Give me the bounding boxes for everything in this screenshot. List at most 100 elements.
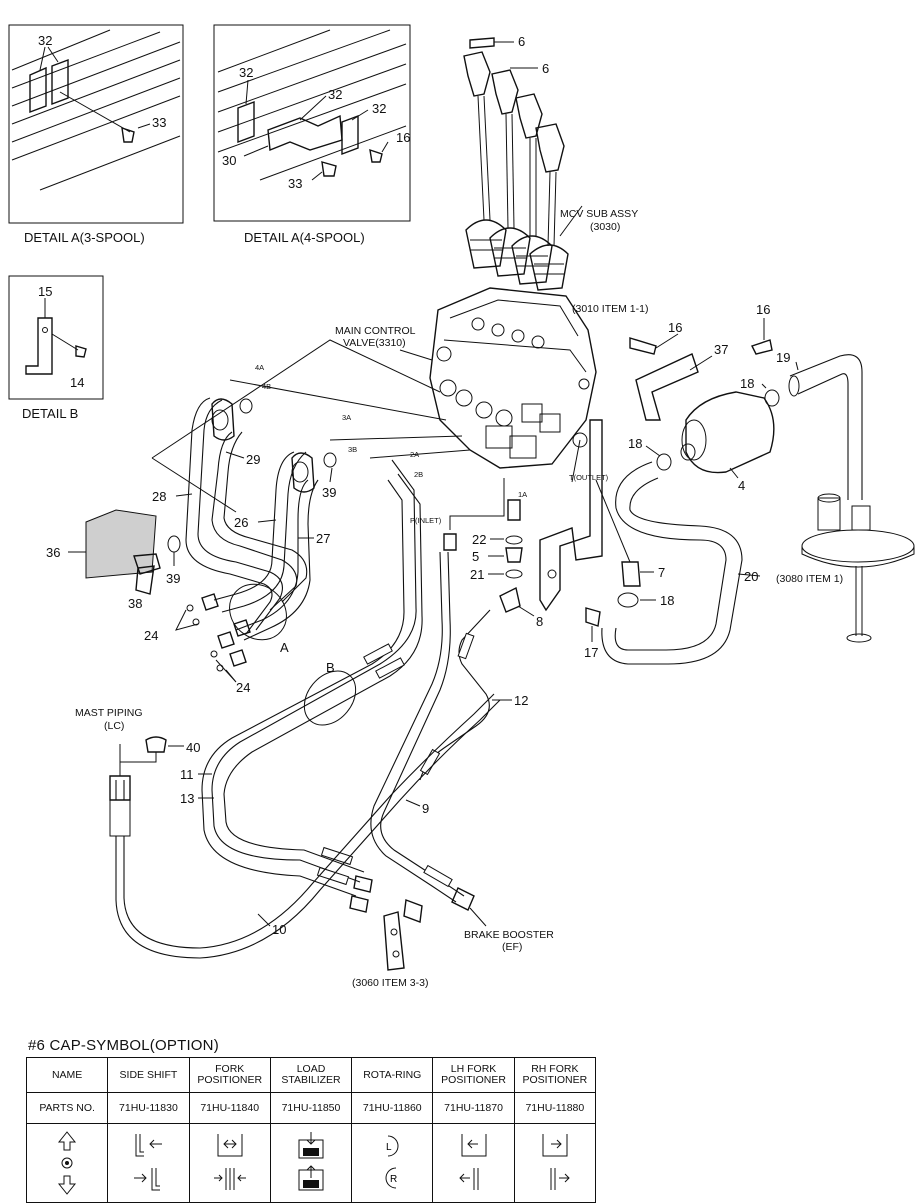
filter-and-tank: 16 16 37 4 18 18 19 20 18 xyxy=(584,302,915,665)
symbol-cell xyxy=(432,1123,515,1203)
callout-12: 12 xyxy=(514,693,528,708)
callout-37: 37 xyxy=(714,342,728,357)
name-line: POSITIONER xyxy=(197,1074,263,1086)
callout-32: 32 xyxy=(372,101,386,116)
label-3010-ref: (3010 ITEM 1-1) xyxy=(572,303,648,315)
name-line: POSITIONER xyxy=(522,1074,588,1086)
load-stabilizer-icon xyxy=(298,1132,324,1191)
callout-18: 18 xyxy=(628,436,642,451)
detail-b: 15 14 DETAIL B xyxy=(8,275,104,421)
callout-27: 27 xyxy=(316,531,330,546)
name-line: ROTA-RING xyxy=(363,1068,422,1081)
callout-20: 20 xyxy=(744,569,758,584)
callout-14: 14 xyxy=(70,375,84,390)
lift-tilt-icon xyxy=(58,1131,77,1195)
detail-caption: DETAIL B xyxy=(22,406,78,421)
label-mcv-sub-assy: MCV SUB ASSY xyxy=(560,208,638,220)
callout-16: 16 xyxy=(396,130,410,145)
port-4a: 4A xyxy=(255,363,264,372)
name-line: POSITIONER xyxy=(441,1074,506,1086)
callout-30: 30 xyxy=(222,153,236,168)
callout-22: 22 xyxy=(472,532,486,547)
symbol-cell xyxy=(107,1123,190,1203)
callout-6: 6 xyxy=(518,34,525,49)
callout-28: 28 xyxy=(152,489,166,504)
label-p-inlet: P(INLET) xyxy=(410,516,442,525)
rh-fork-positioner-icon xyxy=(542,1134,570,1190)
callout-18: 18 xyxy=(740,376,754,391)
callout-16: 16 xyxy=(756,302,770,317)
name-line: LOAD xyxy=(296,1063,326,1075)
callout-11: 11 xyxy=(180,767,194,782)
label-3080-item1: (3080 ITEM 1) xyxy=(776,573,843,585)
port-2b: 2B xyxy=(414,470,423,479)
part-number-cell: 71HU-11860 xyxy=(351,1092,434,1124)
part-number-cell: 71HU-11830 xyxy=(107,1092,190,1124)
lh-fork-positioner-icon xyxy=(458,1134,487,1190)
label-mast-piping-2: (LC) xyxy=(104,720,124,732)
part-number-cell: 71HU-11840 xyxy=(188,1092,271,1124)
side-shift-icon xyxy=(134,1134,163,1191)
inlet-fittings: 22 5 21 8 xyxy=(443,499,543,629)
callout-4: 4 xyxy=(738,478,745,493)
name-cell: SIDE SHIFT xyxy=(107,1057,190,1093)
name-cell: ROTA-RING xyxy=(351,1057,434,1093)
mcv-sub-assy: 6 6 MCV SUB ASSY (3030) xyxy=(463,34,638,291)
hydraulic-piping-diagram: 32 33 DETAIL A(3-SPOOL) 32 32 32 16 30 3… xyxy=(8,24,915,989)
part-number-cell: 71HU-11850 xyxy=(269,1092,353,1124)
detail-caption: DETAIL A(3-SPOOL) xyxy=(24,230,145,245)
callout-10: 10 xyxy=(272,922,286,937)
symbol-cell xyxy=(188,1123,271,1203)
row-header-parts-no: PARTS NO. xyxy=(25,1092,109,1124)
fork-positioner-icon xyxy=(213,1134,246,1190)
callout-6: 6 xyxy=(542,61,549,76)
svg-text:L: L xyxy=(386,1142,392,1153)
name-line: STABILIZER xyxy=(281,1074,341,1086)
long-hoses: B 11 13 (3060 ITEM 3-3) 12 9 BRAKE BOOST… xyxy=(75,459,554,989)
table-row: L R xyxy=(25,1123,597,1203)
part-number-cell: 71HU-11880 xyxy=(513,1092,597,1124)
rota-ring-icon: L R xyxy=(385,1135,399,1189)
callout-19: 19 xyxy=(776,350,790,365)
cap-symbol-section: #6 CAP-SYMBOL(OPTION) NAME SIDE SHIFT FO… xyxy=(25,1037,606,1203)
callout-33: 33 xyxy=(288,176,302,191)
callout-24: 24 xyxy=(236,680,250,695)
callout-7: 7 xyxy=(658,565,665,580)
label-main-control-2: VALVE(3310) xyxy=(343,337,406,349)
label-mcv-ref: (3030) xyxy=(590,221,620,233)
callout-26: 26 xyxy=(234,515,248,530)
name-line: RH FORK xyxy=(531,1063,579,1075)
symbol-cell xyxy=(513,1123,597,1203)
callout-15: 15 xyxy=(38,284,52,299)
callout-18: 18 xyxy=(660,593,674,608)
callout-5: 5 xyxy=(472,549,479,564)
main-control-valve: (3010 ITEM 1-1) MAIN CONTROL VALVE(3310) xyxy=(335,287,648,612)
symbol-cell: L R xyxy=(351,1123,434,1203)
callout-38: 38 xyxy=(128,596,142,611)
symbol-cell xyxy=(269,1123,353,1203)
part-number-cell: 71HU-11870 xyxy=(432,1092,515,1124)
label-t-outlet: T(OUTLET) xyxy=(569,473,609,482)
table-row: PARTS NO. 71HU-11830 71HU-11840 71HU-118… xyxy=(25,1092,597,1124)
callout-21: 21 xyxy=(470,567,484,582)
port-1a: 1A xyxy=(518,490,527,499)
detail-caption: DETAIL A(4-SPOOL) xyxy=(244,230,365,245)
marker-b: B xyxy=(326,660,335,675)
callout-9: 9 xyxy=(422,801,429,816)
callout-40: 40 xyxy=(186,740,200,755)
callout-39: 39 xyxy=(322,485,336,500)
callout-33: 33 xyxy=(152,115,166,130)
name-line: SIDE SHIFT xyxy=(119,1068,178,1081)
callout-32: 32 xyxy=(328,87,342,102)
callout-8: 8 xyxy=(536,614,543,629)
callout-32: 32 xyxy=(38,33,52,48)
symbol-cell xyxy=(25,1123,109,1203)
detail-a-3-spool: 32 33 DETAIL A(3-SPOOL) xyxy=(8,24,184,245)
label-main-control: MAIN CONTROL xyxy=(335,325,416,337)
marker-a: A xyxy=(280,640,289,655)
